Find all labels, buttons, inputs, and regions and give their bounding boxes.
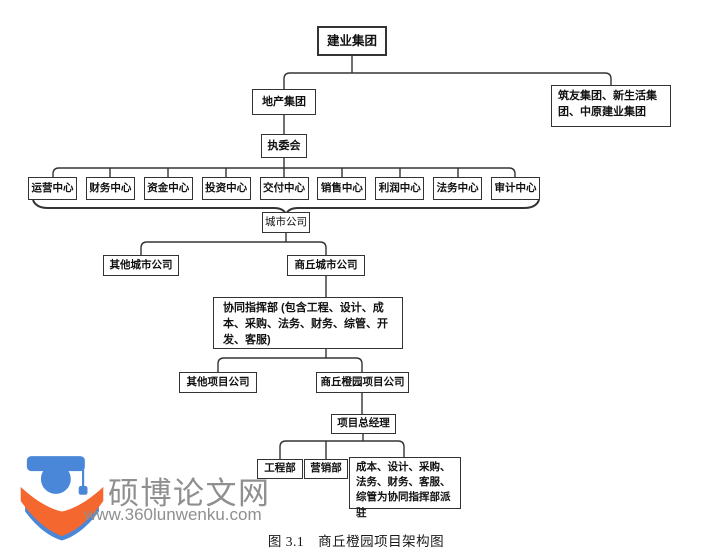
figure-caption: 图 3.1 商丘橙园项目架构图: [267, 534, 445, 549]
org-node-capital-center: 资金中心: [143, 177, 193, 200]
org-node-city-company: 城市公司: [262, 212, 310, 233]
org-node-operations-center: 运营中心: [28, 177, 77, 200]
org-node-other-project-companies: 其他项目公司: [179, 372, 257, 393]
logo-tassel-knob-icon: [78, 486, 88, 495]
org-node-profit-center: 利润中心: [375, 177, 425, 200]
org-node-engineering-dept: 工程部: [257, 459, 303, 479]
org-node-project-gm: 项目总经理: [331, 414, 396, 434]
org-node-real-estate-group: 地产集团: [252, 89, 316, 115]
logo-mortarboard-icon: [26, 456, 85, 472]
site-url: www.360lunwenku.com: [84, 505, 262, 524]
org-node-finance-center: 财务中心: [85, 177, 135, 200]
org-centers-row: 运营中心 财务中心 资金中心 投资中心 交付中心 销售中心 利润中心 法务中心 …: [28, 177, 540, 200]
org-node-audit-center: 审计中心: [491, 177, 540, 200]
org-node-chengyuan-project-company: 商丘橙园项目公司: [316, 372, 409, 393]
site-logo-book-cap-icon: [20, 456, 104, 541]
logo-head-icon: [40, 464, 71, 494]
org-node-investment-center: 投资中心: [201, 177, 251, 200]
org-node-delivery-center: 交付中心: [259, 177, 309, 200]
connector-top-branch: [283, 72, 612, 89]
org-node-assigned-note: 成本、设计、采购、法务、财务、客服、综管为协同指挥部派驻: [349, 457, 461, 519]
site-name: 硕博论文网: [108, 476, 271, 511]
org-node-other-city-companies: 其他城市公司: [103, 255, 179, 276]
org-node-shangqiu-city-company: 商丘城市公司: [287, 255, 365, 276]
org-node-jianye-group: 建业集团: [317, 26, 387, 56]
org-node-affiliate-groups: 筑友集团、新生活集团、中原建业集团: [551, 85, 671, 127]
logo-book-pages-icon: [25, 500, 99, 541]
connector-dept-branch: [279, 440, 405, 459]
org-node-marketing-dept: 营销部: [304, 459, 348, 479]
connector-centers-drops: [109, 168, 459, 178]
connector-city-branch: [140, 241, 327, 255]
org-node-joint-command: 协同指挥部 (包含工程、设计、成本、采购、法务、财务、综管、开发、客服): [213, 297, 403, 349]
org-node-executive-committee: 执委会: [261, 134, 307, 158]
connector-project-branch: [217, 357, 363, 372]
org-node-legal-center: 法务中心: [433, 177, 483, 200]
org-node-sales-center: 销售中心: [317, 177, 367, 200]
logo-book-cover-icon: [20, 486, 104, 537]
